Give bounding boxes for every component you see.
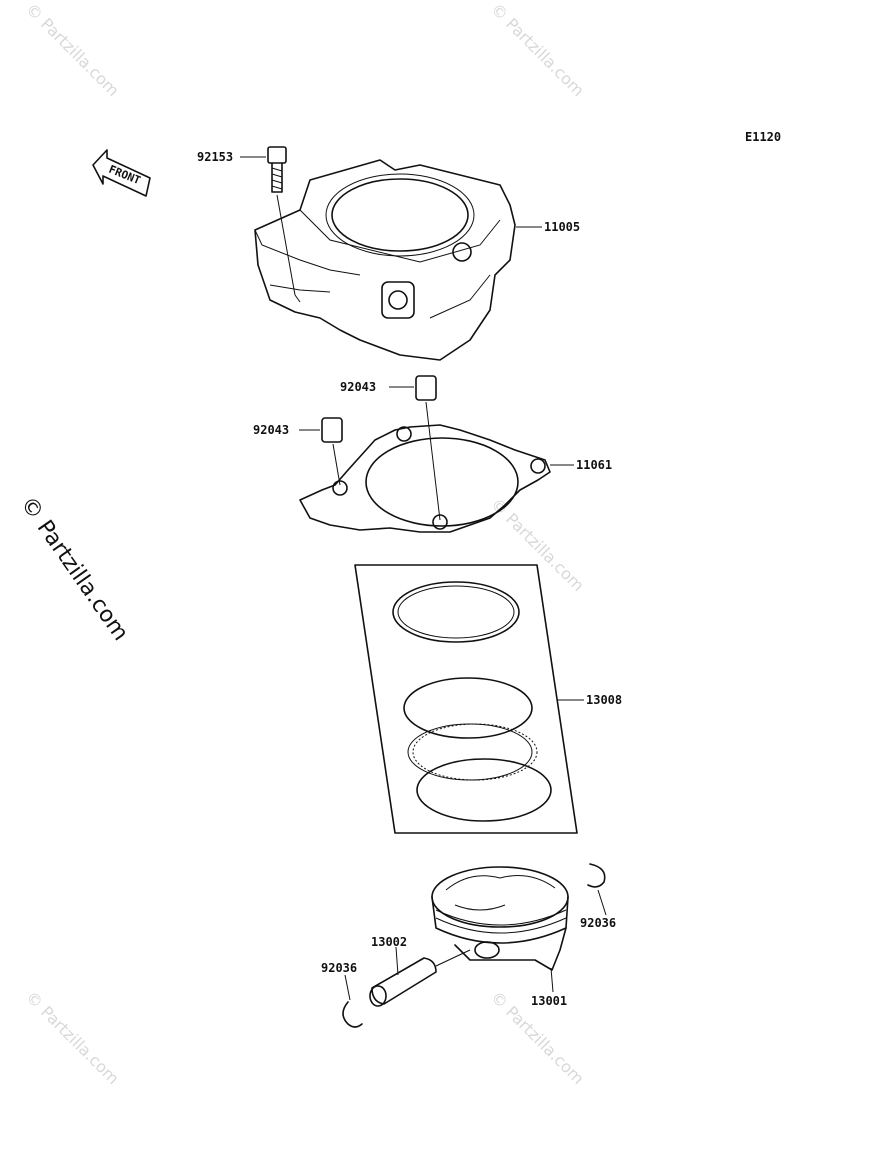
label-clip-left: 92036 (321, 961, 357, 975)
watermark-top-left: © Partzilla.com (22, 0, 123, 100)
label-dowel-upper: 92043 (340, 380, 376, 394)
front-arrow-icon: FRONT (92, 149, 151, 197)
diagram-code: E1120 (745, 130, 781, 144)
piston-pin-icon (369, 946, 471, 1007)
clip-right-icon (587, 863, 607, 916)
cylinder-icon (254, 159, 542, 361)
bolt-icon (240, 146, 296, 296)
watermark-top-right: © Partzilla.com (487, 0, 588, 100)
copyright-side-text: © Partzilla.com (15, 492, 133, 645)
watermark-bottom-left: © Partzilla.com (22, 987, 123, 1088)
label-dowel-left: 92043 (253, 423, 289, 437)
ring-set-icon (354, 564, 584, 834)
gasket-icon (299, 424, 574, 533)
label-ring-set: 13008 (586, 693, 622, 707)
label-clip-right: 92036 (580, 916, 616, 930)
piston-icon (431, 866, 569, 993)
label-pin: 13002 (371, 935, 407, 949)
label-piston: 13001 (531, 994, 567, 1008)
dowel-left-icon (299, 417, 343, 486)
clip-left-icon (342, 974, 363, 1028)
label-gasket: 11061 (576, 458, 612, 472)
dowel-upper-icon (389, 375, 441, 521)
label-cylinder: 11005 (544, 220, 580, 234)
label-bolt: 92153 (197, 150, 233, 164)
